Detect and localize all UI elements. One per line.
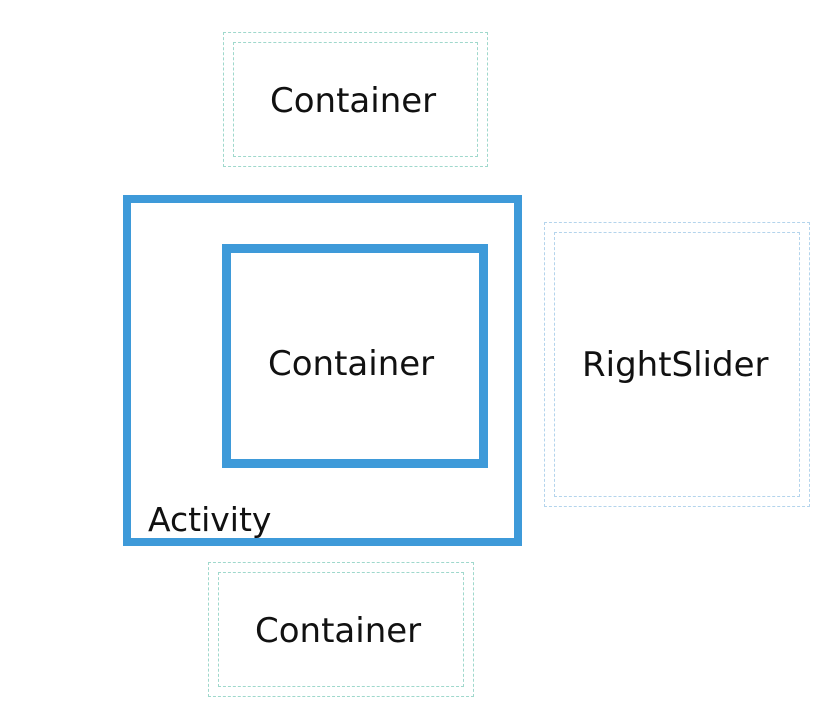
bottom-container-box: Container xyxy=(208,562,474,697)
right-slider-label: RightSlider xyxy=(582,345,769,385)
bottom-container-label: Container xyxy=(255,611,422,651)
top-container-outer-border xyxy=(223,32,488,167)
activity-label: Activity xyxy=(148,500,272,539)
right-slider-outer-border xyxy=(544,222,810,507)
bottom-container-outer-border xyxy=(208,562,474,697)
right-slider-inner-border xyxy=(554,232,800,497)
bottom-container-inner-border xyxy=(218,572,464,687)
inner-container-box: Container xyxy=(222,244,488,468)
top-container-inner-border xyxy=(233,42,478,157)
inner-container-label: Container xyxy=(268,344,435,384)
activity-box: Activity xyxy=(123,195,522,546)
top-container-box: Container xyxy=(223,32,488,167)
right-slider-box: RightSlider xyxy=(544,222,810,507)
top-container-label: Container xyxy=(270,81,437,121)
